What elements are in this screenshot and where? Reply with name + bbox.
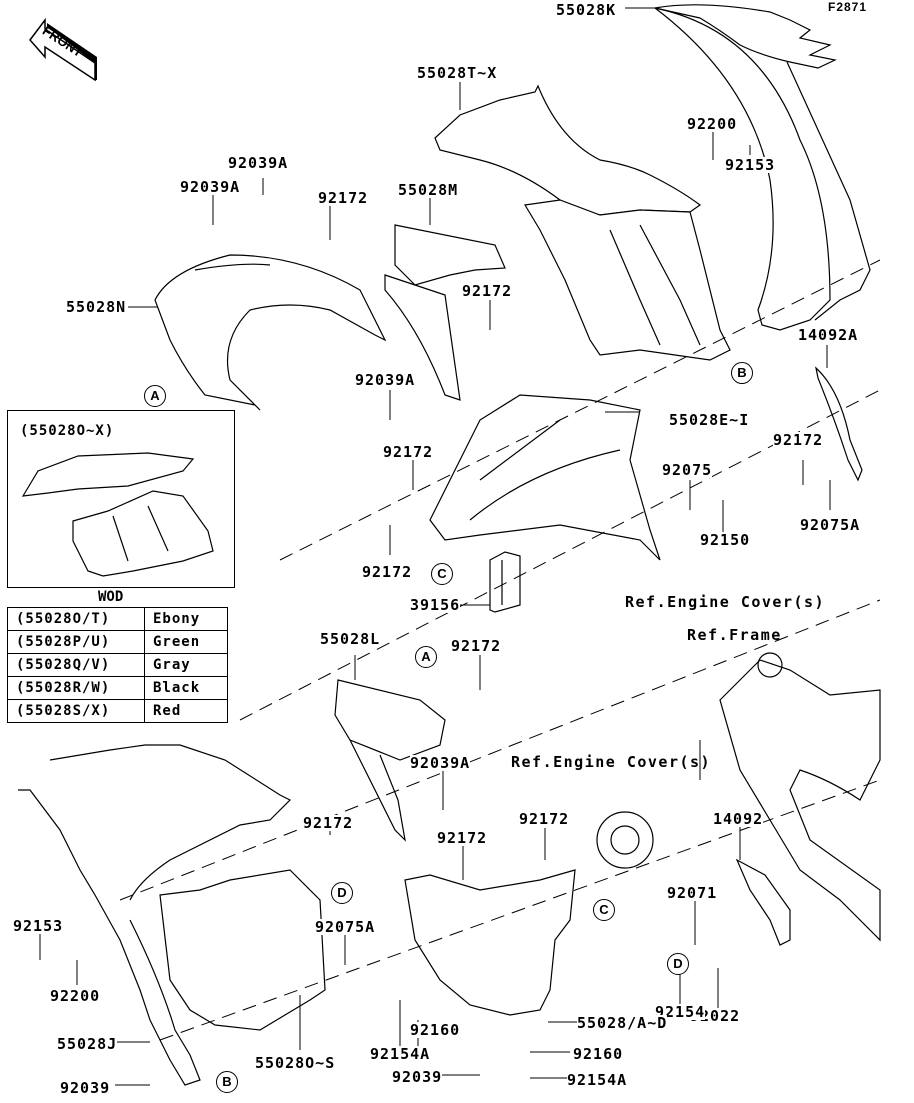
- connection-marker-d: D: [331, 882, 353, 904]
- bracket-55028M: [384, 224, 506, 401]
- lower-cowl: [18, 744, 326, 1086]
- callout-92150[interactable]: 92150: [700, 531, 751, 549]
- callout-92039[interactable]: 92039: [392, 1068, 443, 1086]
- callout-92172[interactable]: 92172: [383, 443, 434, 461]
- callout-14092[interactable]: 14092: [713, 810, 764, 828]
- table-row: (55028O/T)Ebony: [7, 607, 228, 631]
- inner-panel: [524, 199, 731, 361]
- callout-92154A[interactable]: 92154A: [370, 1045, 431, 1063]
- callout-55028J[interactable]: 55028J: [57, 1035, 118, 1053]
- inset-title: (55028O~X): [20, 423, 115, 439]
- callout-92071[interactable]: 92071: [667, 884, 718, 902]
- side-panel-55028N: [154, 254, 387, 411]
- color-name: Red: [144, 699, 228, 723]
- callout-55028L[interactable]: 55028L: [320, 630, 381, 648]
- color-name: Ebony: [144, 607, 228, 631]
- callout-92200[interactable]: 92200: [50, 987, 101, 1005]
- callout-92172[interactable]: 92172: [462, 282, 513, 300]
- engine-cover-ref: [596, 811, 654, 869]
- callout-92153[interactable]: 92153: [725, 156, 776, 174]
- connection-marker-d: D: [667, 953, 689, 975]
- part-code: (55028R/W): [7, 676, 145, 700]
- color-name: Gray: [144, 653, 228, 677]
- table-row: (55028R/W)Black: [7, 676, 228, 700]
- connection-marker-a: A: [415, 646, 437, 668]
- callout-55028-A-D[interactable]: 55028/A~D: [577, 1014, 668, 1032]
- connection-marker-a: A: [144, 385, 166, 407]
- connection-marker-c: C: [593, 899, 615, 921]
- callout-92039A[interactable]: 92039A: [180, 178, 241, 196]
- table-row: (55028P/U)Green: [7, 630, 228, 654]
- connection-marker-b: B: [731, 362, 753, 384]
- callout-55028K[interactable]: 55028K: [556, 1, 617, 19]
- callout-92172[interactable]: 92172: [437, 829, 488, 847]
- callout-55028T-X[interactable]: 55028T~X: [417, 64, 498, 82]
- callout-14092A[interactable]: 14092A: [798, 326, 859, 344]
- callout-92172[interactable]: 92172: [451, 637, 502, 655]
- part-code: (55028O/T): [7, 607, 145, 631]
- callout-92075A[interactable]: 92075A: [315, 918, 376, 936]
- callout-92039A[interactable]: 92039A: [228, 154, 289, 172]
- connection-marker-c: C: [431, 563, 453, 585]
- part-code: (55028S/X): [7, 699, 145, 723]
- stay-14092A: [815, 366, 863, 482]
- callout-92153[interactable]: 92153: [13, 917, 64, 935]
- callout-92172[interactable]: 92172: [318, 189, 369, 207]
- upper-cowl-55028K: [654, 4, 871, 331]
- color-name: Green: [144, 630, 228, 654]
- color-name: Black: [144, 676, 228, 700]
- callout-92172[interactable]: 92172: [303, 814, 354, 832]
- callout-92172[interactable]: 92172: [773, 431, 824, 449]
- callout-92154A[interactable]: 92154A: [567, 1071, 628, 1089]
- part-code: (55028Q/V): [7, 653, 145, 677]
- table-row: (55028Q/V)Gray: [7, 653, 228, 677]
- callout-92172[interactable]: 92172: [519, 810, 570, 828]
- under-cowl-55028-A-D: [404, 869, 576, 1016]
- callout-55028O-S[interactable]: 55028O~S: [255, 1054, 336, 1072]
- callout-92039[interactable]: 92039: [60, 1079, 111, 1097]
- ref-engine-cover[interactable]: Ref.Engine Cover(s): [625, 593, 826, 611]
- pad-39156: [489, 551, 521, 613]
- ref-engine-cover[interactable]: Ref.Engine Cover(s): [511, 753, 712, 771]
- connection-marker-b: B: [216, 1071, 238, 1093]
- callout-92039A[interactable]: 92039A: [410, 754, 471, 772]
- stay-14092: [735, 858, 791, 946]
- inset-drawing: [21, 452, 214, 577]
- callout-55028E-I[interactable]: 55028E~I: [669, 411, 750, 429]
- front-direction-arrow-icon: FRONT: [29, 17, 97, 82]
- figure-id: F2871: [828, 0, 868, 14]
- table-row: (55028S/X)Red: [7, 699, 228, 723]
- color-code-table: (55028O/T)Ebony (55028P/U)Green (55028Q/…: [7, 607, 228, 723]
- callout-55028N[interactable]: 55028N: [66, 298, 127, 316]
- part-code: (55028P/U): [7, 630, 145, 654]
- callout-92200[interactable]: 92200: [687, 115, 738, 133]
- mid-panel-55028E-I: [429, 394, 661, 561]
- callout-39156[interactable]: 39156: [410, 596, 461, 614]
- callout-92160[interactable]: 92160: [573, 1045, 624, 1063]
- callout-92075[interactable]: 92075: [662, 461, 713, 479]
- bracket-55028L-tail: [349, 739, 406, 842]
- callout-92154[interactable]: 92154: [655, 1003, 706, 1021]
- callout-92039A[interactable]: 92039A: [355, 371, 416, 389]
- callout-55028M[interactable]: 55028M: [398, 181, 459, 199]
- frame-ref: [719, 652, 881, 942]
- upper-cowl-55028T-X: [434, 84, 702, 216]
- callout-92075A[interactable]: 92075A: [800, 516, 861, 534]
- callout-92160[interactable]: 92160: [410, 1021, 461, 1039]
- inset-caption: WOD: [98, 589, 124, 605]
- color-variant-inset: (55028O~X): [7, 410, 235, 588]
- ref-frame[interactable]: Ref.Frame: [687, 626, 782, 644]
- callout-92172[interactable]: 92172: [362, 563, 413, 581]
- bracket-55028L: [334, 679, 446, 761]
